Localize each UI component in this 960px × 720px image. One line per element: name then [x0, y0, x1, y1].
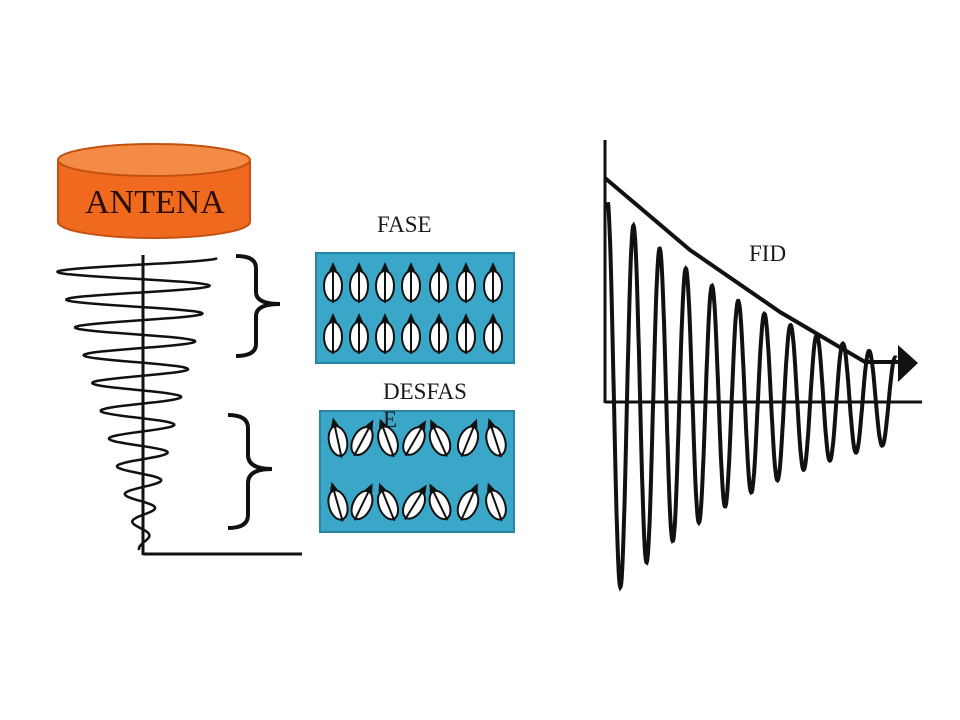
spin-up-icon [429, 262, 449, 303]
spin-tilted-icon [350, 419, 374, 457]
spin-up-icon [456, 313, 476, 354]
phase-spins [323, 262, 503, 354]
bracket-icon [235, 254, 281, 358]
antenna [57, 143, 251, 239]
spin-tilted-icon [350, 483, 374, 521]
spin-up-icon [429, 313, 449, 354]
antenna-body [57, 159, 251, 239]
spin-tilted-icon [327, 417, 349, 458]
spin-tilted-icon [485, 482, 507, 522]
spin-up-icon [375, 262, 395, 303]
dephase-spins [327, 417, 507, 522]
spin-tilted-icon [402, 420, 426, 457]
coil-wave-path [56, 257, 218, 551]
spin-tilted-icon [456, 483, 480, 521]
fid-plot [603, 140, 922, 592]
spin-up-icon [323, 313, 343, 354]
spin-up-icon [349, 313, 369, 354]
spin-up-icon [456, 262, 476, 303]
phase-label: FASE [377, 212, 432, 237]
spin-tilted-icon [327, 481, 349, 522]
spin-up-icon [323, 262, 343, 303]
rf-coil-wave [56, 257, 218, 551]
antenna-top [57, 143, 251, 177]
spin-up-icon [483, 262, 503, 303]
spin-tilted-icon [376, 482, 400, 522]
spin-up-icon [483, 313, 503, 354]
spin-tilted-icon [428, 483, 452, 521]
antenna-label: ANTENA [85, 184, 225, 221]
bracket-icon [227, 413, 273, 530]
arrowhead-icon [898, 345, 918, 382]
fid-envelope [603, 176, 900, 364]
spin-up-icon [401, 313, 421, 354]
fid-oscillation [606, 202, 898, 592]
spin-tilted-icon [428, 419, 452, 457]
fid-label: FID [749, 241, 787, 266]
spin-tilted-icon [401, 484, 427, 520]
spin-tilted-icon [377, 418, 399, 458]
spin-tilted-icon [456, 418, 480, 458]
spin-tilted-icon [485, 418, 507, 458]
spin-up-icon [401, 262, 421, 303]
dephase-label: DESFASE [383, 379, 467, 432]
spin-up-icon [375, 313, 395, 354]
spin-up-icon [349, 262, 369, 303]
